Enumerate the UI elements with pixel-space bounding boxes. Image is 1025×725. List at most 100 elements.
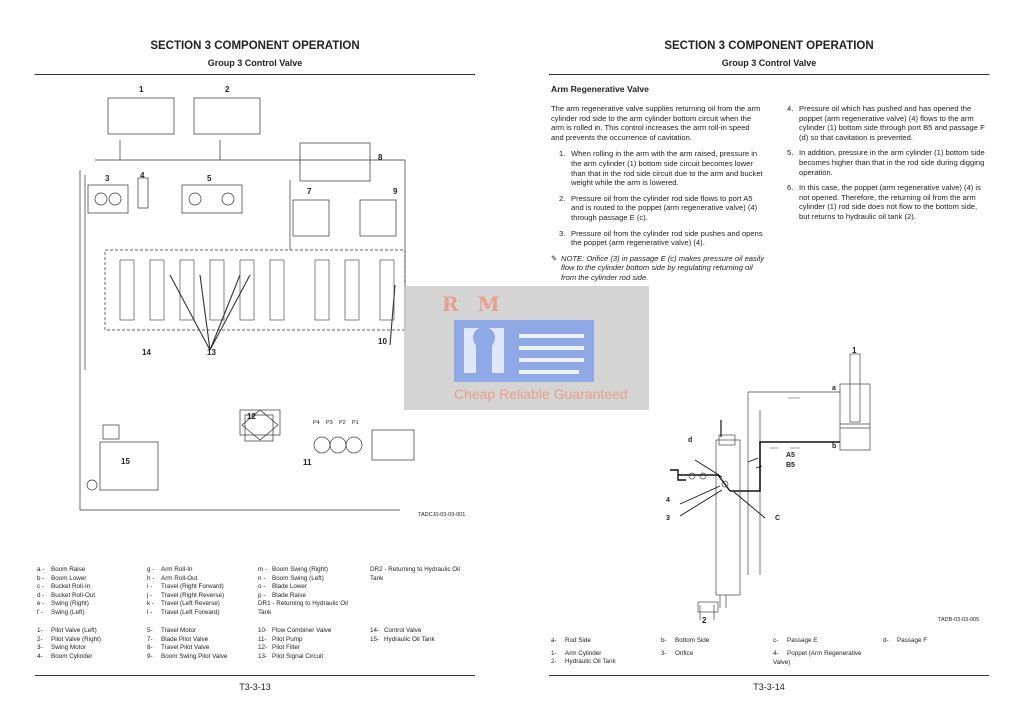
callout-3: 3 bbox=[105, 174, 110, 183]
legend-key: 7- bbox=[147, 635, 153, 643]
legend-text: Returning to Hydraulic Oil Tank bbox=[370, 566, 460, 582]
legend-key: a- bbox=[551, 637, 557, 644]
left-figure-id: TADCJ0-03-03-001 bbox=[418, 512, 466, 518]
legend-text: Boom Swing Pilot Valve bbox=[161, 652, 228, 660]
step-text: Pressure oil from the cylinder rod side … bbox=[571, 228, 763, 248]
legend-key: 3- bbox=[661, 650, 667, 657]
label-3: 3 bbox=[666, 515, 670, 522]
legend-key: 15- bbox=[370, 635, 380, 643]
label-a5: A5 bbox=[786, 452, 795, 459]
left-legend-letters-col4: DR2 - Returning to Hydraulic Oil Tank bbox=[370, 566, 470, 583]
label-a: a bbox=[832, 385, 836, 392]
legend-key: b- bbox=[661, 637, 667, 644]
legend-key: 1- bbox=[37, 627, 43, 634]
callout-7: 7 bbox=[307, 187, 312, 196]
legend-text: Arm Roll-Out bbox=[161, 574, 198, 582]
section-heading: Arm Regenerative Valve bbox=[551, 84, 649, 94]
arm-cylinder-body bbox=[839, 383, 871, 451]
legend-text: Pilot Filter bbox=[272, 644, 300, 652]
swing-motor-symbol bbox=[87, 184, 129, 214]
legend-text: Blade Pilot Valve bbox=[161, 635, 209, 643]
step-number: 5. bbox=[787, 148, 794, 158]
callout-11: 11 bbox=[303, 458, 312, 467]
callout-4: 4 bbox=[140, 171, 145, 180]
legend-text: Boom Lower bbox=[51, 574, 87, 582]
note: ✎ NOTE: Orifice (3) in passage E (c) mak… bbox=[551, 254, 764, 283]
left-legend-numbers-col1: 1-Pilot Valve (Left) 2-Pilot Valve (Righ… bbox=[37, 627, 137, 661]
legend-key: 12- bbox=[258, 644, 268, 652]
label-4: 4 bbox=[666, 497, 670, 504]
watermark-logo-text: R M bbox=[442, 292, 506, 316]
step-text: In this case, the poppet (arm regenerati… bbox=[799, 183, 981, 221]
pilot-valve-right-symbol bbox=[193, 97, 261, 135]
legend-text: Pilot Valve (Left) bbox=[51, 627, 97, 634]
travel-motor-symbol bbox=[181, 184, 243, 214]
step-number: 3. bbox=[559, 228, 566, 238]
step-text: Pressure oil from the cylinder rod side … bbox=[571, 193, 758, 222]
left-legend-numbers-col3: 10-Flow Combiner Valve 11-Pilot Pump 12-… bbox=[258, 627, 368, 661]
label-2-tank: 2 bbox=[702, 616, 707, 625]
watermark: R M Cheap Reliable Guaranteed bbox=[404, 286, 649, 410]
control-valve-circuit-diagram bbox=[79, 97, 415, 511]
legend-key: l - bbox=[147, 608, 153, 616]
left-legend-letters-col3: m -Boom Swing (Right) n -Boom Swing (Lef… bbox=[258, 566, 368, 618]
label-b5: B5 bbox=[786, 462, 795, 469]
watermark-tagline: Cheap Reliable Guaranteed bbox=[454, 386, 628, 402]
legend-4: 4-Poppet (Arm Regenerative Valve) bbox=[773, 650, 863, 667]
legend-text: Returning to Hydraulic Oil Tank bbox=[258, 600, 348, 616]
callout-9: 9 bbox=[393, 187, 398, 196]
legend-text: Rod Side bbox=[565, 637, 591, 644]
callout-8: 8 bbox=[378, 153, 383, 162]
legend-text: Swing (Left) bbox=[51, 608, 85, 616]
legend-c: c-Passage E bbox=[773, 637, 817, 646]
legend-text: Bottom Side bbox=[675, 637, 710, 644]
left-footer-rule bbox=[35, 675, 475, 676]
legend-a: a- Rod Side bbox=[551, 637, 591, 646]
step-text: In addition, pressure in the arm cylinde… bbox=[799, 148, 985, 177]
legend-key: k - bbox=[147, 600, 154, 608]
callout-12: 12 bbox=[247, 412, 256, 421]
legend-text: Blade Lower bbox=[272, 583, 308, 591]
step-2: 2.Pressure oil from the cylinder rod sid… bbox=[559, 194, 764, 223]
legend-text: Boom Raise bbox=[51, 566, 86, 573]
legend-text: Orifice bbox=[675, 650, 694, 657]
legend-text: Travel (Right Forward) bbox=[161, 583, 224, 591]
arm-cylinder-rod bbox=[849, 353, 861, 423]
label-d: d bbox=[688, 437, 693, 444]
port-p2: P2 bbox=[339, 420, 346, 426]
step-number: 1. bbox=[559, 149, 566, 159]
legend-text: Bucket Roll-Out bbox=[51, 591, 96, 599]
left-legend-letters-col2: g -Arm Roll-In h -Arm Roll-Out i -Travel… bbox=[147, 566, 257, 618]
legend-text: Travel (Left Reverse) bbox=[161, 600, 220, 608]
callout-2: 2 bbox=[225, 85, 230, 94]
note-text: NOTE: Orifice (3) in passage E (c) makes… bbox=[561, 253, 764, 282]
legend-key: d- bbox=[883, 637, 889, 644]
legend-key: 14- bbox=[370, 627, 380, 634]
legend-text: Hydraulic Oil Tank bbox=[384, 635, 435, 643]
legend-1: 1-Arm Cylinder bbox=[551, 650, 601, 659]
step-4: 4.Pressure oil which has pushed and has … bbox=[787, 104, 987, 142]
legend-key: 11- bbox=[258, 635, 267, 643]
legend-key: 9- bbox=[147, 652, 153, 660]
step-3: 3. Pressure oil from the cylinder rod sid… bbox=[559, 229, 764, 248]
legend-key: d - bbox=[37, 591, 45, 599]
legend-d: d-Passage F bbox=[883, 637, 927, 646]
step-text: When rolling in the arm with the arm rai… bbox=[571, 149, 763, 188]
callout-10: 10 bbox=[378, 337, 387, 346]
legend-text: Travel Motor bbox=[161, 627, 197, 634]
flow-combiner-symbol bbox=[239, 409, 281, 436]
port-p4: P4 bbox=[313, 420, 320, 426]
left-group-title: Group 3 Control Valve bbox=[207, 58, 303, 68]
legend-key: c- bbox=[773, 637, 779, 644]
legend-key: 8- bbox=[147, 644, 153, 652]
legend-text: Travel (Left Forward) bbox=[161, 608, 220, 616]
legend-key: p - bbox=[258, 591, 266, 599]
legend-key: g - bbox=[147, 566, 155, 573]
hydraulic-oil-tank-symbol bbox=[697, 601, 719, 613]
legend-key: 2- bbox=[551, 658, 557, 665]
boom-cylinder-symbol bbox=[137, 177, 149, 209]
callout-15: 15 bbox=[121, 457, 130, 466]
legend-key: 1- bbox=[551, 650, 557, 657]
legend-key: n - bbox=[258, 574, 266, 582]
legend-text: Boom Cylinder bbox=[51, 652, 93, 660]
